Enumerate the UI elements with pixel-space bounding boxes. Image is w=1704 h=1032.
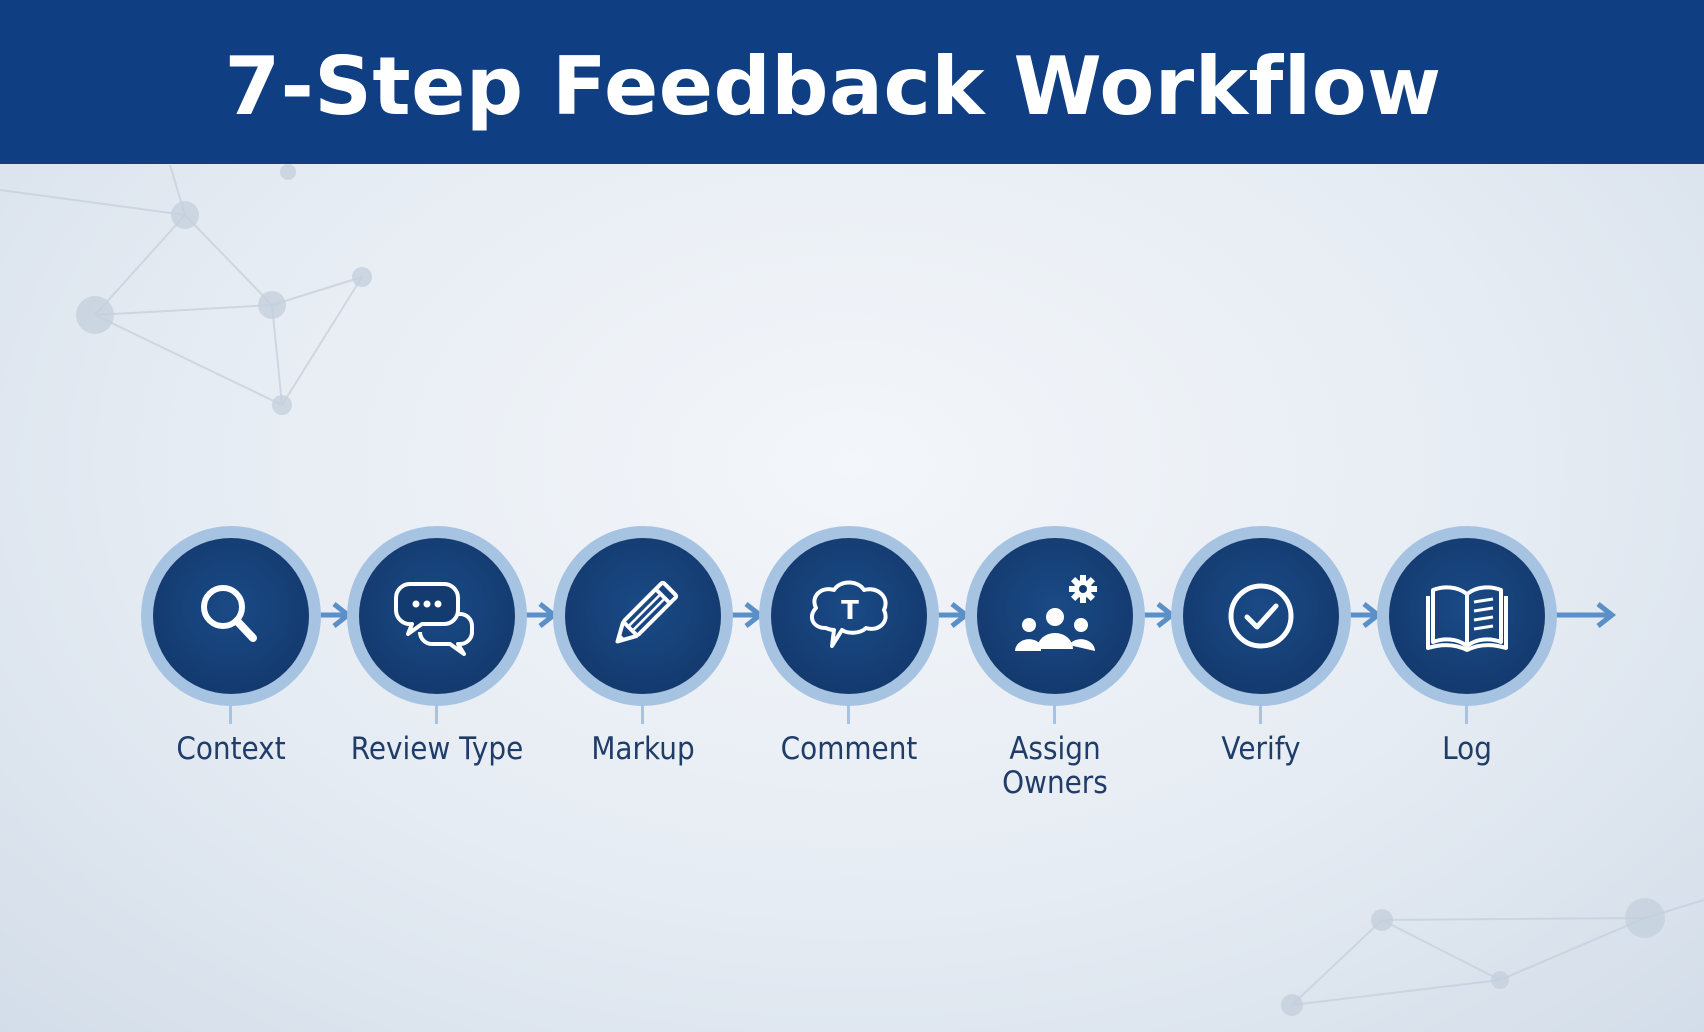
step-circle <box>153 538 309 694</box>
step-label-assign-owners: Assign Owners <box>1002 731 1108 801</box>
step-markup <box>553 526 733 706</box>
step-comment: T <box>759 526 939 706</box>
step-label-comment: Comment <box>780 731 918 767</box>
chat-bubbles-icon <box>393 582 474 656</box>
step-circle: T <box>771 538 927 694</box>
step-label-markup: Markup <box>591 731 695 767</box>
page-title: 7-Step Feedback Workflow <box>224 40 1442 133</box>
step-stem <box>435 700 438 724</box>
step-stem <box>1053 700 1056 724</box>
step-stem <box>1465 700 1468 724</box>
step-assign-owners <box>965 526 1145 706</box>
pencil-icon <box>615 580 679 644</box>
step-stem <box>847 700 850 724</box>
step-circle <box>1183 538 1339 694</box>
team-gear-icon <box>1015 575 1097 651</box>
step-stem <box>229 700 232 724</box>
svg-text:T: T <box>841 596 859 626</box>
step-context <box>141 526 321 706</box>
step-stem <box>641 700 644 724</box>
title-banner: 7-Step Feedback Workflow <box>0 0 1704 164</box>
step-label-log: Log <box>1442 731 1492 767</box>
step-circle <box>359 538 515 694</box>
step-log <box>1377 526 1557 706</box>
text-bubble-icon: T <box>809 580 888 648</box>
step-verify <box>1171 526 1351 706</box>
magnifier-icon <box>201 585 257 642</box>
step-circle <box>1389 538 1545 694</box>
arrow-7-end <box>1548 602 1617 628</box>
open-book-icon <box>1426 585 1508 652</box>
step-label-verify: Verify <box>1221 731 1301 767</box>
step-circle <box>565 538 721 694</box>
check-circle-icon <box>1228 583 1294 649</box>
step-review-type <box>347 526 527 706</box>
step-stem <box>1259 700 1262 724</box>
step-circle <box>977 538 1133 694</box>
step-label-review-type: Review Type <box>350 731 524 767</box>
step-label-context: Context <box>176 731 286 767</box>
